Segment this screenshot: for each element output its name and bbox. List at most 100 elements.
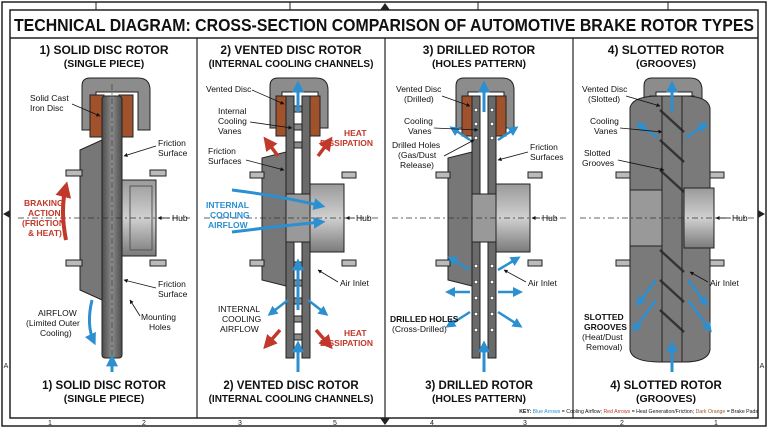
airflow-arrow [497, 310, 523, 328]
label-heat: & HEAT) [28, 228, 62, 238]
wheel-studs [435, 171, 543, 267]
label-dissipation: DISSIPATION [320, 138, 373, 148]
panel-footer-sub: (INTERNAL COOLING CHANNELS) [209, 394, 374, 405]
key-blue-desc: = Cooling Airflow; [560, 409, 603, 415]
label-grooves-lower: GROOVES [584, 322, 627, 332]
border-number: 3 [238, 420, 242, 427]
label-vanes: Vanes [594, 126, 617, 136]
label-cooling-2: COOLING [210, 210, 250, 220]
wheel-studs [65, 169, 167, 267]
panel-heading: 4) SLOTTED ROTOR [608, 43, 725, 57]
label-grooves: Grooves [582, 158, 614, 168]
border-number: 4 [430, 420, 434, 427]
heat-arrow [316, 136, 333, 158]
label-holes: Holes [149, 322, 171, 332]
label-cooling-3: COOLING [222, 314, 261, 324]
airflow-arrow [686, 299, 712, 333]
label-slotted-grooves: Slotted [584, 148, 611, 158]
label-airflow: AIRFLOW [38, 308, 77, 318]
airflow-arrow [231, 188, 326, 210]
panel-heading: 3) DRILLED ROTOR [423, 43, 536, 57]
label-cooling-vanes: Cooling [590, 116, 619, 126]
panel-footer-sub: (SINGLE PIECE) [64, 393, 145, 405]
airflow-arrow [84, 299, 96, 346]
label-hub: Hub [172, 213, 188, 223]
airflow-arrow [687, 279, 708, 307]
label-vanes: Vanes [408, 126, 431, 136]
label-gas-dust: (Gas/Dust [398, 150, 437, 160]
label-release: Release) [400, 160, 434, 170]
airflow-arrow [685, 122, 709, 140]
label-solid-cast: Solid Cast [30, 93, 69, 103]
label-vented-disc: Vented Disc [396, 84, 442, 94]
label-internal-cooling-airflow: INTERNAL [206, 200, 249, 210]
border-letter: A [760, 363, 765, 370]
wheel-studs [615, 171, 725, 267]
border-number: 5 [333, 420, 337, 427]
wheel-studs [249, 171, 357, 267]
label-airflow-3: AIRFLOW [220, 324, 259, 334]
label-friction-surface: Friction [158, 138, 186, 148]
panel-footer-sub: (GROOVES) [636, 393, 696, 405]
label-vented-disc: Vented Disc [206, 84, 252, 94]
label-slotted-grooves-lower: SLOTTED [584, 312, 624, 322]
border-number: 1 [48, 420, 52, 427]
panel-subheading: (INTERNAL COOLING CHANNELS) [209, 59, 374, 70]
label-friction-surfaces: Friction [530, 142, 558, 152]
label-surfaces: Surfaces [530, 152, 564, 162]
border-number: 2 [142, 420, 146, 427]
label-friction-surfaces: Friction [208, 146, 236, 156]
label-internal: Internal [218, 106, 246, 116]
border-letter: A [4, 363, 9, 370]
rotor-body [629, 95, 711, 363]
slotted-grooves [659, 109, 685, 333]
brake-pad [275, 95, 287, 137]
label-hub: Hub [356, 213, 372, 223]
label-air-inlet: Air Inlet [710, 278, 739, 288]
airflow-arrow [267, 299, 289, 316]
airflow-arrow [636, 279, 657, 307]
label-friction-surface-lower-2: Surface [158, 289, 188, 299]
key-prefix: KEY: [519, 409, 532, 415]
panel-footer: 1) SOLID DISC ROTOR [42, 380, 166, 392]
panel-slotted-rotor: 4) SLOTTED ROTOR (GROOVES) Vented [580, 43, 756, 405]
key-orange-desc: = Brake Pads [725, 409, 758, 415]
rotor-hat [447, 151, 473, 287]
airflow-arrow [447, 256, 471, 272]
panel-footer: 2) VENTED DISC ROTOR [223, 380, 359, 392]
label-friction-surface-lower: Friction [158, 279, 186, 289]
airflow-arrow [445, 310, 471, 328]
airflow-arrow [449, 126, 471, 142]
label-heat-dissipation: HEAT [344, 128, 367, 138]
panel-footer: 4) SLOTTED ROTOR [610, 380, 722, 392]
brake-pad [309, 95, 321, 137]
label-removal: Removal) [586, 342, 623, 352]
panel-subheading: (HOLES PATTERN) [432, 58, 526, 70]
panel-heading: 2) VENTED DISC ROTOR [220, 43, 361, 57]
label-cross-drilled: (Cross-Drilled) [392, 324, 447, 334]
label-drilled-holes-cross: DRILLED HOLES [390, 314, 459, 324]
panel-subheading: (SINGLE PIECE) [64, 58, 145, 70]
label-heat-dissipation-lower: HEAT [344, 328, 367, 338]
label-limited-outer: (Limited Outer [26, 318, 80, 328]
airflow-arrow [497, 256, 521, 272]
label-braking-action: BRAKING [24, 198, 64, 208]
airflow-arrow [632, 299, 658, 333]
airflow-arrow [231, 216, 326, 234]
label-friction-paren: (FRICTION [22, 218, 65, 228]
airflow-arrow [307, 299, 329, 316]
label-iron-disc: Iron Disc [30, 103, 64, 113]
heat-arrow [263, 136, 280, 158]
label-slotted: (Slotted) [588, 94, 620, 104]
border-number: 2 [620, 420, 624, 427]
key-red: Red Arrows [603, 409, 630, 415]
panel-subheading: (GROOVES) [636, 58, 696, 70]
label-cooling: Cooling) [40, 328, 72, 338]
label-action: ACTION [28, 208, 61, 218]
label-air-inlet: Air Inlet [340, 278, 369, 288]
panel-solid-rotor: 1) SOLID DISC ROTOR (SINGLE PIECE) Solid… [18, 43, 190, 405]
heat-arrow [263, 328, 282, 350]
label-hub: Hub [542, 213, 558, 223]
